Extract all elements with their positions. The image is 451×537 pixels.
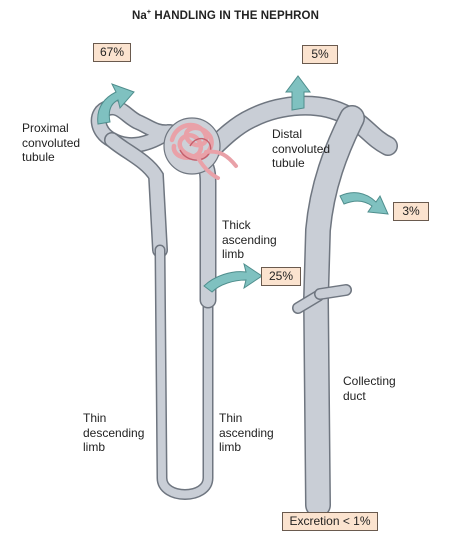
distal-tubule-label: Distal convoluted tubule: [272, 127, 331, 170]
loop-of-henle: [154, 244, 214, 500]
collecting-duct-label: Collecting duct: [343, 374, 396, 403]
collecting-percentage-box: 3%: [393, 202, 429, 221]
thick-ascending-limb: [191, 151, 217, 309]
excretion-box: Excretion < 1%: [282, 512, 378, 531]
distal-percentage-box: 5%: [302, 45, 338, 64]
arrow-collecting: [339, 192, 389, 215]
arrow-proximal: [97, 83, 135, 125]
thin-ascending-limb-label: Thin ascending limb: [219, 411, 274, 454]
arrow-distal: [285, 75, 311, 111]
thin-descending-limb-label: Thin descending limb: [83, 411, 145, 454]
proximal-percentage-box: 67%: [93, 43, 131, 62]
proximal-tubule: [90, 99, 178, 258]
glomerulus: [163, 117, 238, 180]
thick-ascending-limb-label: Thick ascending limb: [222, 218, 277, 261]
thick-ascending-percentage-box: 25%: [261, 267, 301, 286]
arrow-thick-ascending: [203, 262, 263, 293]
proximal-tubule-label: Proximal convoluted tubule: [22, 121, 81, 164]
diagram-title: Na+ HANDLING IN THE NEPHRON: [132, 9, 319, 22]
collecting-duct: [292, 105, 365, 518]
